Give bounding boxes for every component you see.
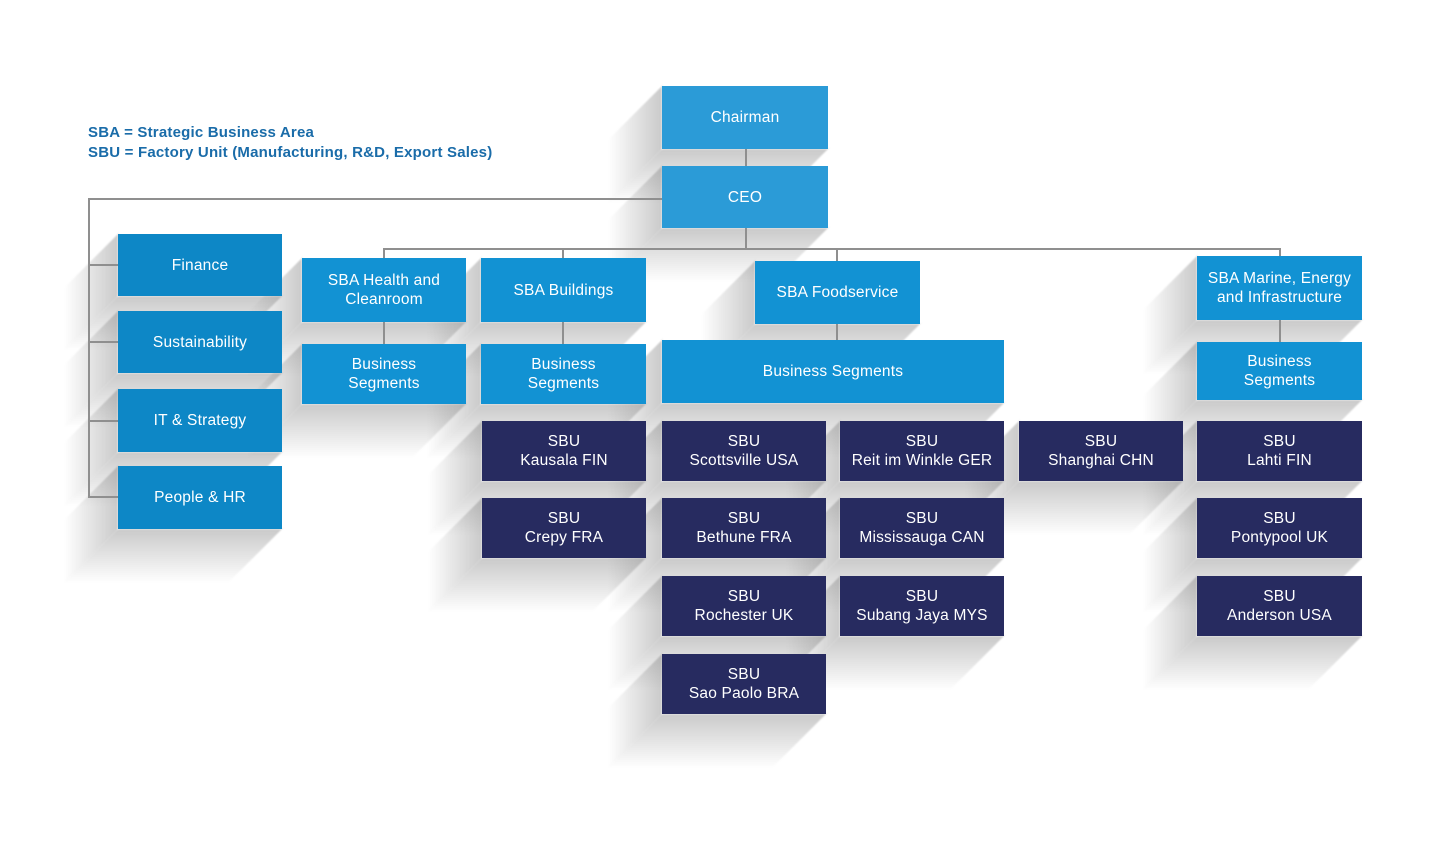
legend-line-sbu: SBU = Factory Unit (Manufacturing, R&D, … (88, 143, 493, 161)
sbu-prefix: SBU (1263, 433, 1296, 450)
connector-marine-segments (1279, 320, 1281, 344)
staff-box-finance: Finance (118, 234, 282, 296)
sbu-location: Shanghai CHN (1048, 452, 1154, 469)
connector-health-segments (383, 322, 385, 346)
staff-label: People & HR (154, 489, 246, 506)
sbu-location: Rochester UK (694, 607, 794, 624)
business-segments-box-buildings: Business Segments (481, 344, 646, 404)
staff-box-it-strategy: IT & Strategy (118, 389, 282, 452)
sbu-prefix: SBU (727, 510, 761, 527)
sbu-prefix: SBU (905, 433, 939, 450)
business-segments-label: Business Segments (1243, 353, 1316, 389)
sba-label: SBA Health and Cleanroom (327, 272, 441, 308)
sbu-box-subang-jaya: SBU Subang Jaya MYS (840, 576, 1004, 636)
sbu-location: Bethune FRA (696, 529, 792, 546)
sbu-location: Kausala FIN (520, 452, 608, 469)
sbu-location: Mississauga CAN (859, 529, 985, 546)
sbu-location: Pontypool UK (1230, 529, 1329, 546)
business-segments-box-health: Business Segments (302, 344, 466, 404)
staff-box-people-hr: People & HR (118, 466, 282, 529)
connector-chairman-ceo (745, 149, 747, 167)
connector-buildings-segments (562, 322, 564, 346)
ceo-box: CEO (662, 166, 828, 228)
sbu-prefix: SBU (905, 588, 939, 605)
business-segments-box-foodservice: Business Segments (662, 340, 1004, 403)
ceo-label: CEO (727, 188, 763, 206)
connector-stub-finance (90, 264, 120, 266)
sbu-prefix: SBU (1084, 433, 1118, 450)
sba-box-health-cleanroom: SBA Health and Cleanroom (302, 258, 466, 322)
business-segments-label: Business Segments (348, 356, 420, 392)
connector-stub-sustainability (90, 341, 120, 343)
chairman-label: Chairman (710, 109, 780, 126)
sbu-box-bethune: SBU Bethune FRA (662, 498, 826, 558)
sbu-prefix: SBU (547, 433, 581, 450)
staff-label: Finance (171, 256, 229, 274)
staff-box-sustainability: Sustainability (118, 311, 282, 373)
sbu-box-crepy: SBU Crepy FRA (482, 498, 646, 558)
sbu-location: Sao Paolo BRA (688, 685, 800, 702)
sbu-location: Reit im Winkle GER (851, 452, 993, 469)
sba-label: SBA Marine, Energy and Infrastructure (1207, 270, 1352, 306)
connector-foodservice-segments (836, 324, 838, 342)
sbu-location: Lahti FIN (1247, 452, 1312, 469)
sbu-box-scottsville: SBU Scottsville USA (662, 421, 826, 481)
sbu-box-pontypool: SBU Pontypool UK (1197, 498, 1362, 558)
connector-ceo-down (745, 228, 747, 250)
sbu-prefix: SBU (1263, 588, 1296, 605)
sbu-prefix: SBU (547, 510, 581, 527)
sbu-prefix: SBU (727, 666, 761, 683)
sbu-box-anderson: SBU Anderson USA (1197, 576, 1362, 636)
sbu-location: Anderson USA (1227, 607, 1332, 624)
sbu-box-mississauga: SBU Mississauga CAN (840, 498, 1004, 558)
sbu-location: Subang Jaya MYS (856, 607, 988, 624)
sbu-box-sao-paolo: SBU Sao Paolo BRA (662, 654, 826, 714)
sbu-prefix: SBU (905, 510, 939, 527)
connector-drop-sba-foodservice (836, 248, 838, 264)
sba-label: SBA Buildings (513, 281, 614, 299)
sbu-prefix: SBU (727, 433, 761, 450)
sbu-box-lahti: SBU Lahti FIN (1197, 421, 1362, 481)
sba-label: SBA Foodservice (776, 284, 899, 301)
connector-drop-sba-marine (1279, 248, 1281, 260)
sbu-prefix: SBU (727, 588, 761, 605)
sbu-prefix: SBU (1263, 510, 1296, 527)
connector-ceo-left-horizontal (88, 198, 664, 200)
connector-drop-sba-health (383, 248, 385, 262)
sba-box-marine-energy-infrastructure: SBA Marine, Energy and Infrastructure (1197, 256, 1362, 320)
connector-stub-people-hr (90, 496, 120, 498)
sba-box-buildings: SBA Buildings (481, 258, 646, 322)
connector-left-trunk (88, 198, 90, 498)
legend: SBA = Strategic Business Area SBU = Fact… (88, 123, 492, 162)
sbu-box-rochester: SBU Rochester UK (662, 576, 826, 636)
business-segments-box-marine: Business Segments (1197, 342, 1362, 400)
chairman-box: Chairman (662, 86, 828, 149)
connector-stub-it-strategy (90, 420, 120, 422)
legend-line-sba: SBA = Strategic Business Area (88, 124, 315, 141)
connector-drop-sba-buildings (562, 248, 564, 262)
sbu-location: Crepy FRA (524, 529, 604, 546)
connector-sba-horizontal (383, 248, 1281, 250)
business-segments-label: Business Segments (762, 363, 904, 380)
sba-box-foodservice: SBA Foodservice (755, 261, 920, 324)
staff-label: Sustainability (152, 333, 248, 351)
sbu-box-shanghai: SBU Shanghai CHN (1019, 421, 1183, 481)
sbu-location: Scottsville USA (689, 452, 799, 469)
business-segments-label: Business Segments (527, 356, 600, 392)
sbu-box-reit-im-winkle: SBU Reit im Winkle GER (840, 421, 1004, 481)
sbu-box-kausala: SBU Kausala FIN (482, 421, 646, 481)
staff-label: IT & Strategy (153, 412, 247, 429)
